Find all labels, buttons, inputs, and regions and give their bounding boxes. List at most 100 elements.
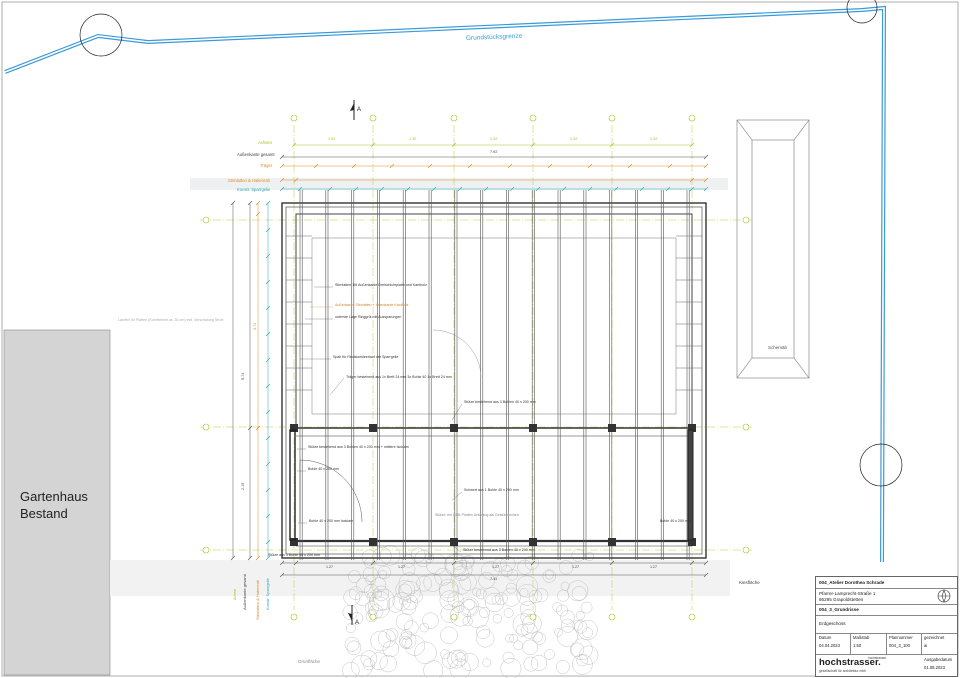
dimension-tick — [265, 409, 271, 415]
dimension-tick — [265, 331, 271, 337]
dimension-tick — [427, 163, 433, 169]
dim-bottom-2: 1.27 — [398, 565, 405, 569]
bush-circle — [434, 567, 453, 586]
row-label-aussenkante: Außenkante gesamt — [237, 152, 275, 157]
dim-side-2: 3.74 — [253, 323, 257, 330]
note-15: Lastfrei für Platten (Kornfreiheit ca. 3… — [118, 318, 223, 322]
dim-axis-2: 1.32 — [409, 137, 416, 141]
row-label-traeger: Träger — [260, 163, 273, 168]
dimension-tick — [313, 163, 319, 169]
bush-circle — [346, 640, 362, 655]
dimension-tick — [265, 305, 271, 311]
bush-circle — [370, 652, 388, 670]
bush-circle — [512, 613, 535, 636]
bush-circle — [582, 627, 594, 639]
dimension-tick — [265, 227, 271, 233]
gartenhaus-label-1: Gartenhaus — [20, 489, 88, 504]
tb-v-massstab: 1:50 — [853, 643, 862, 648]
row-label-konstr: Konstr. Sparrgelie — [237, 187, 271, 192]
axis-bubble-bottom — [450, 613, 458, 621]
dimension-tick — [230, 555, 236, 561]
bush-circle — [460, 652, 479, 671]
dimension-tick — [279, 177, 285, 183]
dimension-tick — [291, 142, 297, 148]
bush-circle — [380, 545, 401, 566]
bush-circle — [509, 634, 518, 643]
axis-bubble-top — [369, 114, 377, 122]
dimension-tick — [247, 200, 253, 206]
dimension-tick — [351, 163, 357, 169]
axis-bubble-bottom — [369, 613, 377, 621]
tb-h-gezeichnet: gezeichnet — [924, 635, 945, 640]
post — [529, 424, 537, 432]
tb-brand-sub: gesellschaft für architektur mbh — [819, 669, 867, 673]
dimension-tick — [265, 357, 271, 363]
bush-circle — [515, 624, 529, 637]
post — [450, 424, 458, 432]
axis-bubble-top — [608, 114, 616, 122]
dimension-tick — [467, 163, 473, 169]
bush-circle — [345, 623, 356, 634]
bottom-label-achse: Achse — [232, 588, 237, 600]
axis-bubble-top — [529, 114, 537, 122]
note-12: Bohle 40 x 200 mm — [660, 519, 691, 523]
dimension-tick — [431, 186, 437, 192]
bush-circle — [398, 572, 421, 595]
bush-circle — [399, 581, 421, 603]
dimension-tick — [279, 572, 285, 578]
dimension-tick — [327, 186, 333, 192]
bush-circle — [344, 636, 360, 652]
dimension-tick — [665, 186, 671, 192]
bush-circle — [362, 566, 379, 582]
dimension-tick — [667, 163, 673, 169]
posts — [289, 424, 696, 546]
bush-circle — [533, 632, 546, 645]
post — [608, 424, 616, 432]
dimension-tick — [689, 142, 695, 148]
tb-v-gezeichnet: ai — [924, 643, 928, 648]
post — [688, 538, 696, 546]
dimension-tick — [255, 555, 261, 561]
bush-circle — [441, 652, 459, 669]
bush-circle — [500, 556, 516, 572]
dimension-tick — [587, 186, 593, 192]
bush-circle — [523, 656, 539, 672]
note-2: Außenkante Stirnlatten + Innenkante Kant… — [335, 303, 409, 307]
bush-circle — [580, 601, 593, 614]
annotations: Stirnlatten 1/6 Außenkante Dreischichtpl… — [118, 283, 691, 557]
rafters — [286, 190, 702, 560]
dimension-tick — [457, 186, 463, 192]
dimension-tick — [609, 142, 615, 148]
tb-address1: Pfarrer-Lamprecht-Straße 1 — [819, 591, 876, 596]
dimension-tick — [279, 560, 285, 566]
note-10: Bohle 40 x 200 mm Iscklam — [309, 519, 353, 523]
bush-circle — [478, 572, 495, 589]
dimension-tick — [703, 560, 709, 566]
dimension-tick — [265, 487, 271, 493]
bush-circle — [365, 610, 378, 623]
bush-circle — [485, 592, 505, 612]
dimension-tick — [265, 253, 271, 259]
bush-circle — [399, 596, 409, 606]
bush-circle — [395, 580, 416, 600]
shed-outline — [736, 119, 810, 379]
dimension-tick — [255, 211, 261, 217]
dimension-tick — [255, 200, 261, 206]
bush-circle — [377, 565, 392, 579]
bush-circle — [585, 552, 595, 562]
gartenhaus-label-2: Bestand — [20, 506, 68, 521]
dim-axis-1: 1.32 — [328, 137, 335, 141]
bush-circle — [491, 595, 502, 606]
bush-circle — [577, 619, 598, 640]
bush-circle — [557, 626, 578, 647]
dimension-tick — [247, 425, 253, 431]
bush-circle — [395, 613, 413, 631]
bush-circle — [555, 659, 570, 674]
dimension-tick — [613, 186, 619, 192]
axis-bubble-right — [742, 546, 750, 554]
dimension-tick — [265, 200, 271, 206]
bush-circle — [463, 598, 475, 611]
dimension-tick — [483, 186, 489, 192]
dimension-tick — [509, 186, 515, 192]
